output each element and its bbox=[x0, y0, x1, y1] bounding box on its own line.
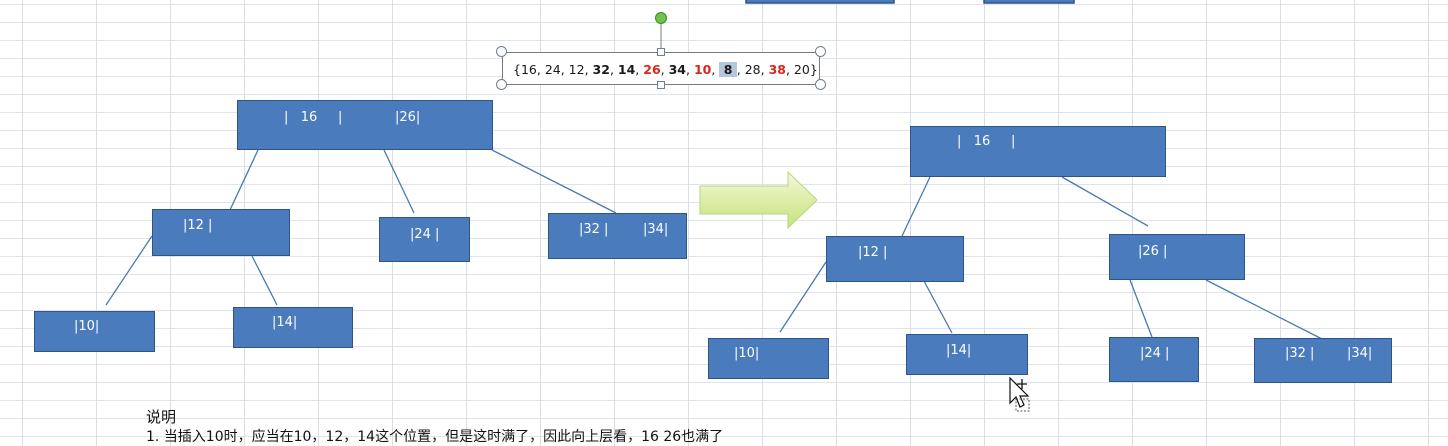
seq-item-11: 20 bbox=[793, 62, 810, 77]
seq-item-10: 38 bbox=[768, 62, 786, 77]
left-node-12[interactable]: |12 | bbox=[152, 209, 290, 256]
left-root-node[interactable]: | 16 | |26| bbox=[237, 100, 493, 150]
edge-left-root-24 bbox=[383, 149, 415, 214]
move-cursor-icon bbox=[1009, 377, 1030, 412]
seq-item-2: 12 bbox=[568, 62, 585, 77]
edge-right-26-24 bbox=[1129, 279, 1153, 338]
left-node-10[interactable]: |10| bbox=[34, 311, 155, 352]
edge-right-26-3234 bbox=[1205, 279, 1325, 341]
resize-handle-top-right[interactable] bbox=[815, 46, 826, 57]
seq-item-9: 28 bbox=[744, 62, 761, 77]
seq-item-0: 16 bbox=[520, 62, 537, 77]
seq-item-1: 24 bbox=[544, 62, 561, 77]
resize-handle-bottom-left[interactable] bbox=[496, 79, 507, 90]
notes-line-1: 1. 当插入10时，应当在10，12，14这个位置，但是这时满了，因此向上层看，… bbox=[146, 429, 724, 445]
edge-right-12-10 bbox=[779, 261, 827, 333]
edge-left-root-3234 bbox=[491, 149, 617, 214]
resize-handle-top-left[interactable] bbox=[496, 46, 507, 57]
tree-edges bbox=[105, 0, 1325, 341]
right-root-node[interactable]: | 16 | bbox=[910, 126, 1166, 177]
seq-open: { bbox=[513, 62, 521, 77]
edge-left-12-14 bbox=[251, 255, 278, 306]
resize-handle-top[interactable] bbox=[657, 48, 665, 56]
left-node-32-34[interactable]: |32 | |34| bbox=[548, 213, 687, 259]
edge-right-root-12 bbox=[901, 176, 931, 237]
top-partial-box-2 bbox=[983, 0, 1075, 4]
right-arrow-icon bbox=[699, 170, 818, 230]
edge-left-12-10 bbox=[105, 235, 153, 306]
seq-item-7: 10 bbox=[693, 62, 712, 77]
seq-item-8: 8 bbox=[719, 62, 737, 77]
right-node-12[interactable]: |12 | bbox=[826, 236, 964, 282]
resize-handle-bottom[interactable] bbox=[657, 81, 665, 89]
notes-heading: 说明 bbox=[146, 408, 177, 426]
right-node-24[interactable]: |24 | bbox=[1109, 337, 1199, 382]
edge-left-root-12 bbox=[229, 149, 259, 211]
right-node-26[interactable]: |26 | bbox=[1109, 234, 1245, 280]
right-node-10[interactable]: |10| bbox=[708, 338, 829, 379]
seq-item-5: 26 bbox=[643, 62, 661, 77]
seq-item-3: 32 bbox=[592, 62, 610, 77]
right-root-key-16: | 16 | bbox=[957, 134, 1016, 149]
left-node-24[interactable]: |24 | bbox=[379, 217, 470, 262]
edge-right-12-14 bbox=[923, 280, 953, 334]
seq-close: } bbox=[809, 62, 818, 77]
seq-item-4: 14 bbox=[617, 62, 636, 77]
left-root-key-16: | 16 | bbox=[284, 110, 343, 125]
right-node-32-34[interactable]: |32 | |34| bbox=[1254, 338, 1392, 383]
sequence-textbox[interactable]: {16, 24, 12, 32, 14, 26, 34, 10, 8 , 28,… bbox=[502, 52, 820, 85]
left-root-key-26: |26| bbox=[395, 110, 421, 125]
seq-item-6: 34 bbox=[668, 62, 687, 77]
top-partial-box-1 bbox=[745, 0, 895, 4]
resize-handle-bottom-right[interactable] bbox=[815, 79, 826, 90]
edge-right-root-26 bbox=[1061, 176, 1149, 227]
left-node-14[interactable]: |14| bbox=[233, 307, 353, 348]
right-node-14[interactable]: |14| bbox=[906, 334, 1028, 375]
rotate-handle[interactable] bbox=[655, 12, 667, 24]
